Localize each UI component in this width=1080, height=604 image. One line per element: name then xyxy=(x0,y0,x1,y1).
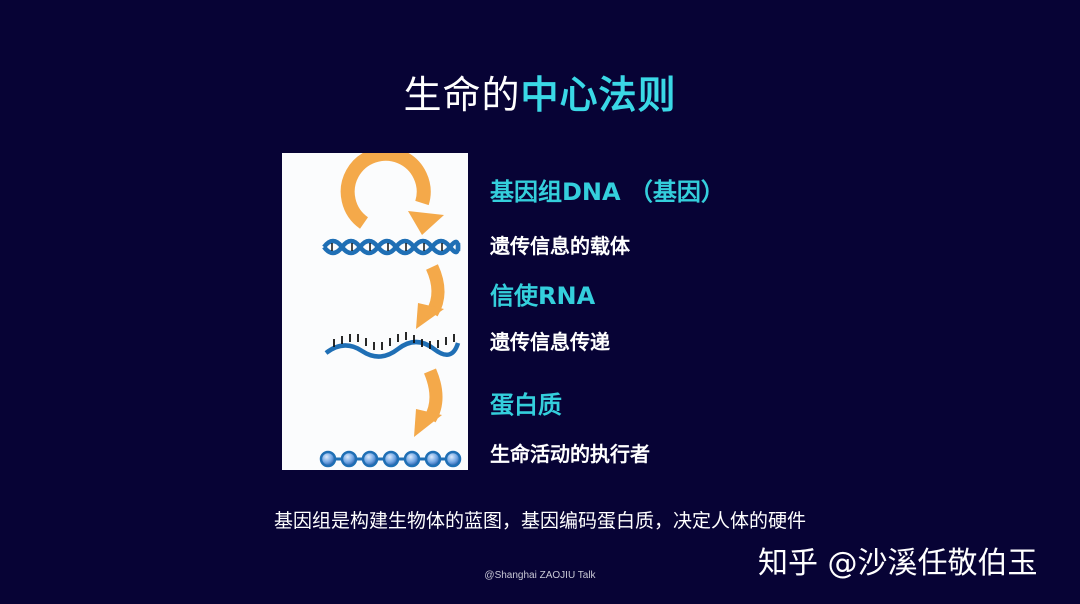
summary-text: 基因组是构建生物体的蓝图，基因编码蛋白质，决定人体的硬件 xyxy=(273,510,806,532)
dna-description: 遗传信息的载体 xyxy=(490,234,630,258)
title-highlight: 中心法则 xyxy=(520,73,677,117)
central-dogma-figure xyxy=(282,153,468,470)
protein-heading: 蛋白质 xyxy=(490,391,562,419)
protein-description: 生命活动的执行者 xyxy=(490,442,650,466)
watermark: 知乎 @沙溪任敬伯玉 xyxy=(758,546,1038,581)
rna-heading: 信使RNA xyxy=(490,282,596,310)
dna-heading: 基因组DNA （基因） xyxy=(490,178,725,206)
title-plain: 生命的 xyxy=(403,73,521,117)
mrna-strand-icon xyxy=(324,332,461,359)
rna-description: 遗传信息传递 xyxy=(490,330,610,354)
dna-double-helix-icon xyxy=(322,238,461,256)
down-arrow-icon xyxy=(416,264,445,329)
down-arrow-icon xyxy=(414,368,443,437)
circular-arrow-icon xyxy=(340,153,444,235)
credit-text: @Shanghai ZAOJIU Talk xyxy=(484,570,596,581)
protein-chain-icon xyxy=(319,450,462,468)
slide-title: 生命的中心法则 xyxy=(0,64,1080,119)
